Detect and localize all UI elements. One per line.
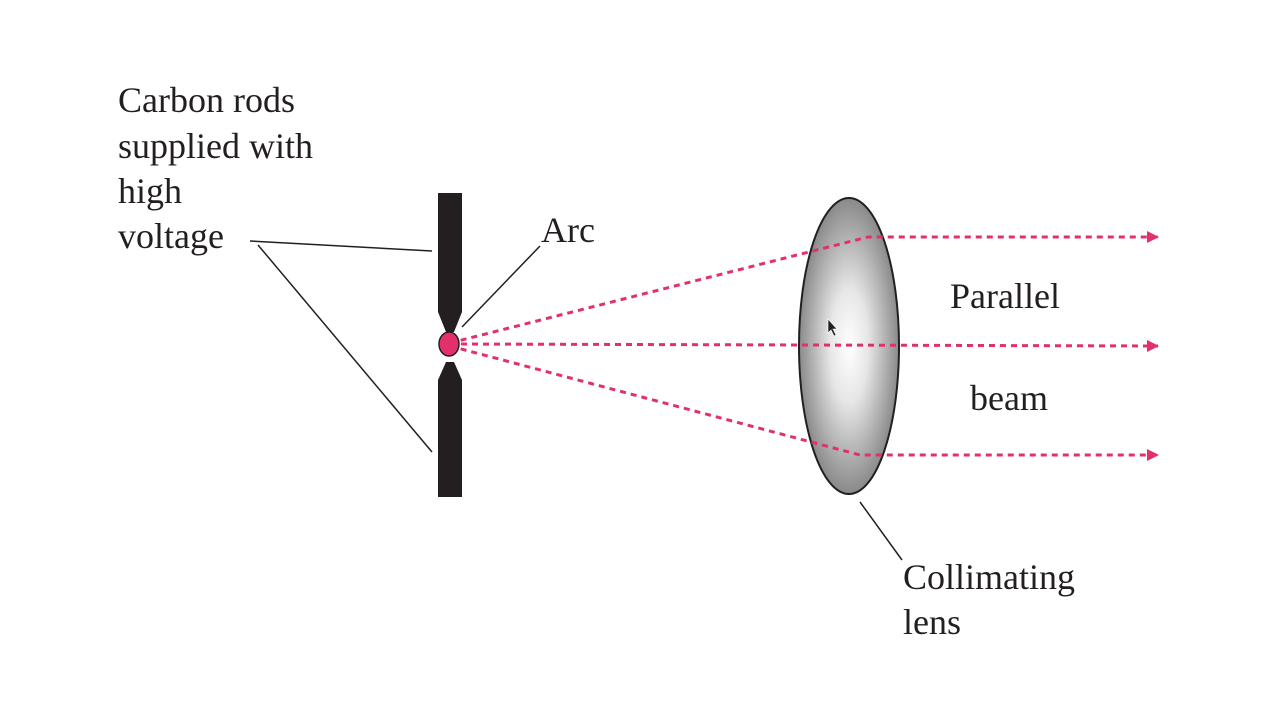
collimating-lens-label: Collimating lens — [903, 557, 1084, 642]
arc-label: Arc — [541, 210, 595, 250]
carbon-rods-leader-upper — [249, 240, 433, 252]
central-ray — [449, 339, 1159, 352]
collimating-lens-label-line-1: Collimating — [903, 557, 1075, 597]
carbon-rods-label-line-1: Carbon rods — [118, 80, 295, 120]
lens-leader — [859, 501, 903, 561]
parallel-label: Parallel — [950, 276, 1060, 316]
upper-ray — [449, 231, 1159, 345]
arc-spot — [438, 331, 460, 357]
arc-leader — [461, 245, 541, 328]
carbon-rods-leader-lower — [257, 244, 433, 453]
mouse-pointer-icon — [827, 318, 838, 337]
carbon-rods-label-line-3: high — [118, 171, 182, 211]
carbon-rods-label-line-4: voltage — [118, 216, 224, 256]
beam-label: beam — [970, 378, 1048, 418]
carbon-rods-label: Carbon rods supplied with high voltage — [118, 80, 322, 256]
upper-carbon-rod — [438, 193, 462, 332]
light-rays — [449, 231, 1159, 461]
leader-lines — [249, 240, 903, 561]
carbon-rods-label-line-2: supplied with — [118, 126, 313, 166]
lower-carbon-rod — [438, 362, 462, 497]
collimating-lens-label-line-2: lens — [903, 602, 961, 642]
